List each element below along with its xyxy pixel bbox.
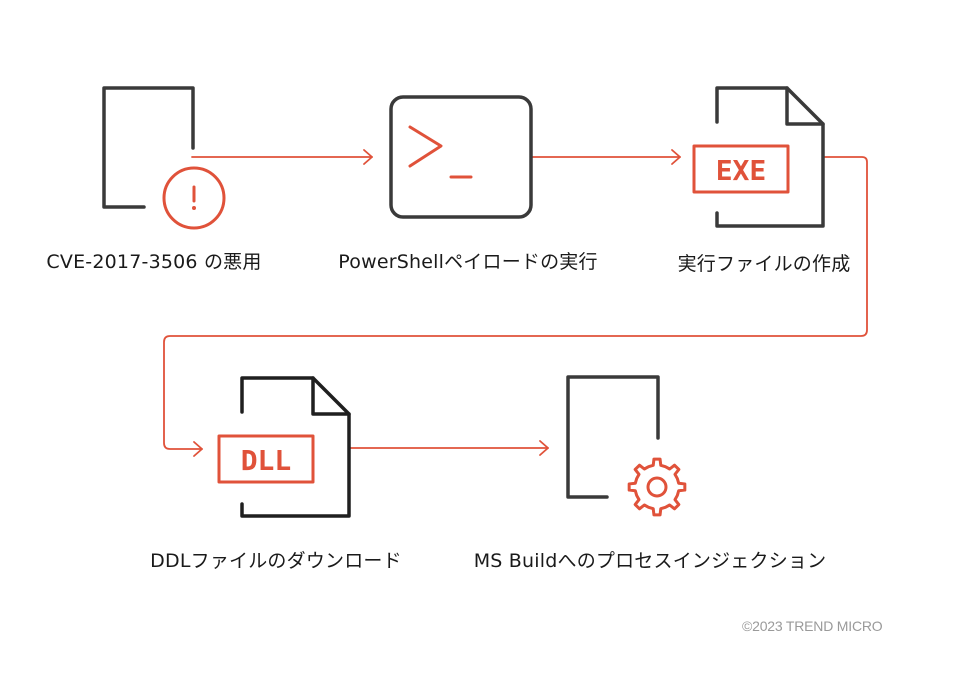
step-label-dll-download: DDLファイルのダウンロード — [150, 550, 402, 572]
terminal-icon — [389, 95, 533, 219]
gear-icon — [627, 457, 687, 517]
connector-step2-step3 — [531, 149, 681, 165]
connector-step1-step2 — [191, 149, 373, 165]
dll-file-icon: DLL — [217, 376, 351, 518]
step-label-msbuild-injection: MS Buildへのプロセスインジェクション — [473, 550, 827, 572]
exe-file-icon: EXE — [692, 86, 825, 228]
arrowhead-icon — [193, 441, 203, 457]
step-label-cve-exploit: CVE-2017-3506 の悪用 — [46, 251, 262, 273]
arrowhead-icon — [671, 149, 681, 165]
arrowhead-icon — [539, 440, 549, 456]
dll-badge-text: DLL — [241, 444, 292, 477]
connector-step4-step5 — [349, 440, 549, 456]
step-label-exe-creation: 実行ファイルの作成 — [677, 253, 851, 275]
connector-step3-step4 — [163, 156, 868, 457]
copyright-text: ©2023 TREND MICRO — [742, 618, 883, 634]
arrowhead-icon — [363, 149, 373, 165]
document-gear-icon — [566, 375, 687, 517]
document-warning-icon — [102, 86, 226, 230]
step-label-powershell: PowerShellペイロードの実行 — [338, 251, 598, 273]
exe-badge-text: EXE — [716, 154, 767, 187]
